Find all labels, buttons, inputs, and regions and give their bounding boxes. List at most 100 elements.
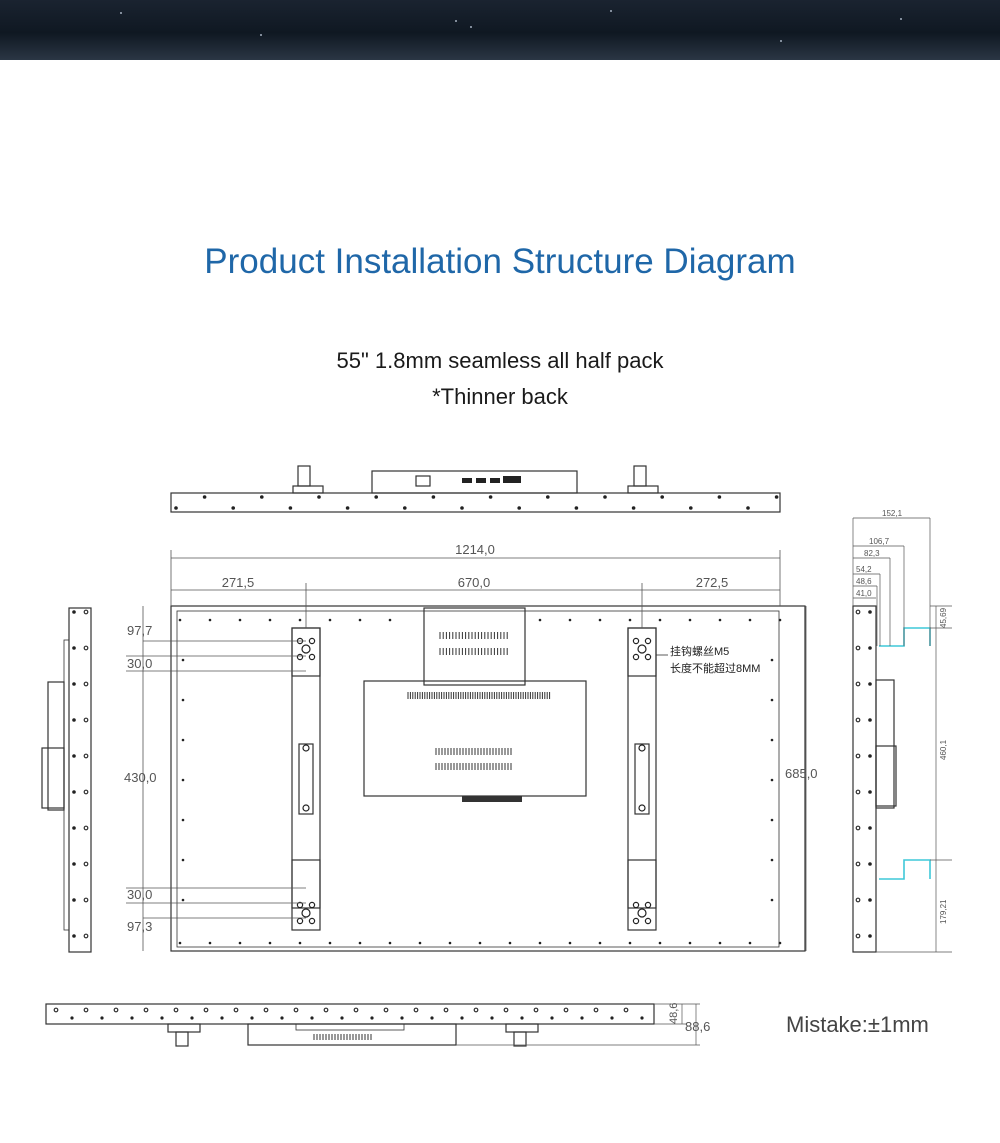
screw-hole (83, 861, 89, 867)
screw-hole (388, 941, 392, 945)
screw-hole (72, 646, 76, 650)
screw-hole (220, 1016, 224, 1020)
screw-hole (174, 506, 178, 510)
hook-plate-bottom-right (627, 859, 657, 909)
screw-hole (628, 941, 632, 945)
screw-hole (746, 506, 750, 510)
hook-hole (632, 653, 640, 661)
bottom-hook-right (513, 1031, 527, 1047)
dim-side-2: 106,7 (869, 537, 890, 546)
side-dimension-lines (852, 517, 952, 953)
screw-hole (178, 941, 182, 945)
screw-hole (345, 506, 350, 510)
top-control-box (423, 607, 526, 686)
front-view-inner-frame (176, 610, 780, 948)
screw-hole (72, 754, 76, 758)
screw-hole (658, 941, 662, 945)
screw-hole (640, 1016, 644, 1020)
screw-hole (388, 618, 392, 622)
screw-hole (418, 941, 422, 945)
dim-side-6: 41,0 (856, 589, 872, 598)
screw-hole (181, 778, 185, 782)
screw-hole (83, 825, 89, 831)
ventilation-slots (407, 632, 551, 770)
screw-hole (631, 506, 636, 510)
front-dimension-lines (126, 550, 807, 951)
screw-hole (770, 658, 774, 662)
dim-segment-center: 670,0 (458, 575, 491, 590)
screw-hole (83, 897, 89, 903)
screw-hole (593, 1007, 599, 1013)
right-side-view (852, 605, 931, 953)
screw-hole (358, 618, 362, 622)
hook-hole (308, 901, 316, 909)
screw-hole (868, 682, 872, 686)
screw-hole (748, 618, 752, 622)
bottom-view-box (247, 1023, 457, 1046)
screw-hole (208, 941, 212, 945)
dim-left-2: 30,0 (127, 656, 152, 671)
screw-hole (72, 610, 76, 614)
screw-hole (443, 1007, 449, 1013)
left-side-bracket (41, 747, 65, 809)
screw-hole (610, 1016, 614, 1020)
screw-hole (208, 618, 212, 622)
screw-hole (855, 681, 861, 687)
screw-hole (181, 818, 185, 822)
screw-hole (100, 1016, 104, 1020)
screw-hole (181, 658, 185, 662)
screw-hole (488, 495, 493, 499)
slot-left (298, 743, 314, 815)
screw-hole (460, 506, 464, 510)
screw-hole (855, 897, 861, 903)
screw-hole (748, 941, 752, 945)
screw-hole (203, 1007, 209, 1013)
slot-screw (638, 804, 646, 812)
dim-side-right-3: 179,21 (939, 899, 948, 924)
screw-hole (383, 1007, 389, 1013)
dim-overall-width: 1214,0 (455, 542, 495, 557)
bottom-view-bezel (45, 1003, 655, 1025)
hook-plate-bottom-left (291, 859, 321, 909)
hook-plate-top-left (291, 627, 321, 677)
hook-center-hole (301, 644, 311, 654)
front-dimension-labels: 1214,0 271,5 670,0 272,5 685,0 97,7 30,0… (124, 542, 818, 934)
screw-hole (868, 862, 872, 866)
screw-hole (628, 618, 632, 622)
hook-center-hole (301, 908, 311, 918)
hook-screw-holes (296, 637, 652, 925)
bottom-vents (313, 1034, 372, 1040)
screw-hole (868, 718, 872, 722)
slot-screw (638, 744, 646, 752)
screw-hole (288, 506, 293, 510)
screw-hole (113, 1007, 119, 1013)
hook-hole (644, 653, 652, 661)
screw-hole (130, 1016, 134, 1020)
screw-hole (293, 1007, 299, 1013)
dim-side-4: 54,2 (856, 565, 872, 574)
screw-hole (323, 1007, 329, 1013)
screw-hole (855, 717, 861, 723)
screw-hole (72, 862, 76, 866)
hook-hole (632, 901, 640, 909)
screw-hole (855, 753, 861, 759)
screw-hole (568, 618, 572, 622)
screw-hole (623, 1007, 629, 1013)
left-side-screw-holes (72, 609, 89, 939)
right-side-screw-holes (855, 609, 872, 939)
tolerance-note: Mistake:±1mm (786, 1012, 929, 1037)
screw-hole (855, 645, 861, 651)
note-line-1: 挂钩螺丝M5 (670, 644, 729, 658)
bottom-bracket-right (505, 1023, 539, 1033)
bottom-view (45, 1003, 655, 1047)
screw-hole (280, 1016, 284, 1020)
top-view-hook-right (633, 465, 647, 487)
slot-screw (302, 744, 310, 752)
box-connectors (462, 796, 522, 802)
screw-hole (70, 1016, 74, 1020)
screw-hole (770, 898, 774, 902)
screw-hole (83, 681, 89, 687)
hook-plate-top-right (627, 627, 657, 677)
screw-hole (603, 495, 607, 499)
